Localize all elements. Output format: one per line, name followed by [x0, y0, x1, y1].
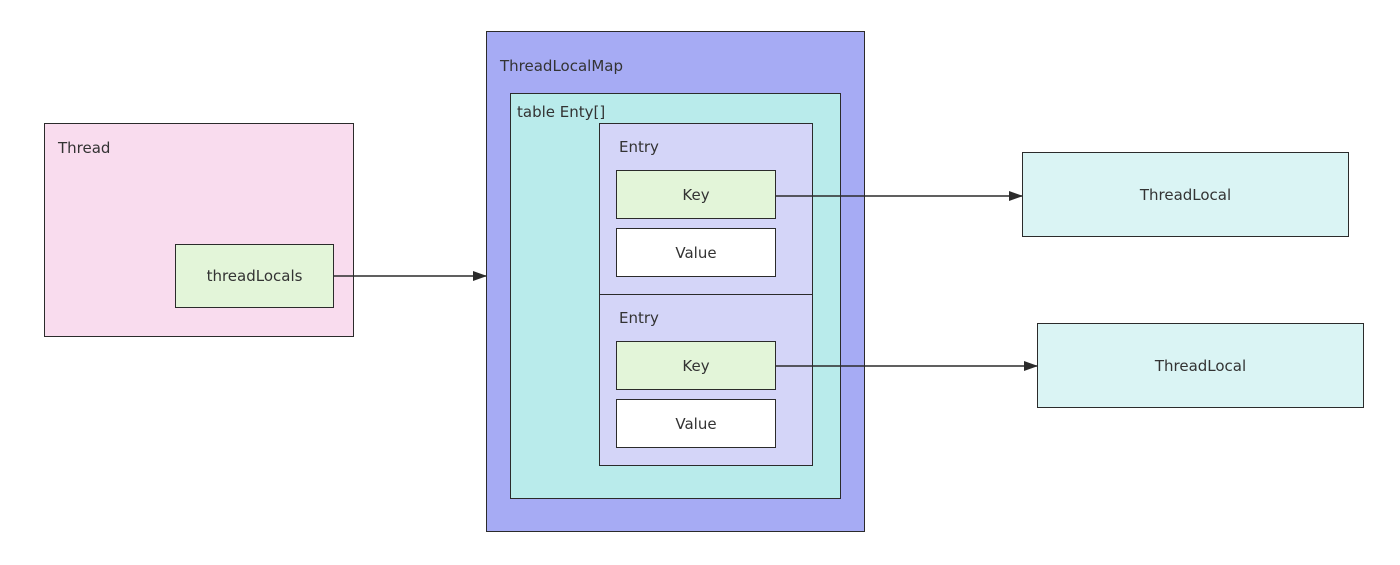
- threadlocalmap-title: ThreadLocalMap: [500, 57, 623, 75]
- thread-title: Thread: [58, 139, 111, 157]
- threadlocal-box: ThreadLocal: [1022, 152, 1349, 237]
- entry-title: Entry: [619, 138, 659, 156]
- entry-title: Entry: [619, 309, 659, 327]
- entry-key: Key: [616, 170, 776, 219]
- entry-key: Key: [616, 341, 776, 390]
- threadlocals-field: threadLocals: [175, 244, 334, 308]
- threadlocal-box: ThreadLocal: [1037, 323, 1364, 408]
- table-title: table Enty[]: [517, 103, 606, 121]
- entry-value: Value: [616, 228, 776, 277]
- entry-value: Value: [616, 399, 776, 448]
